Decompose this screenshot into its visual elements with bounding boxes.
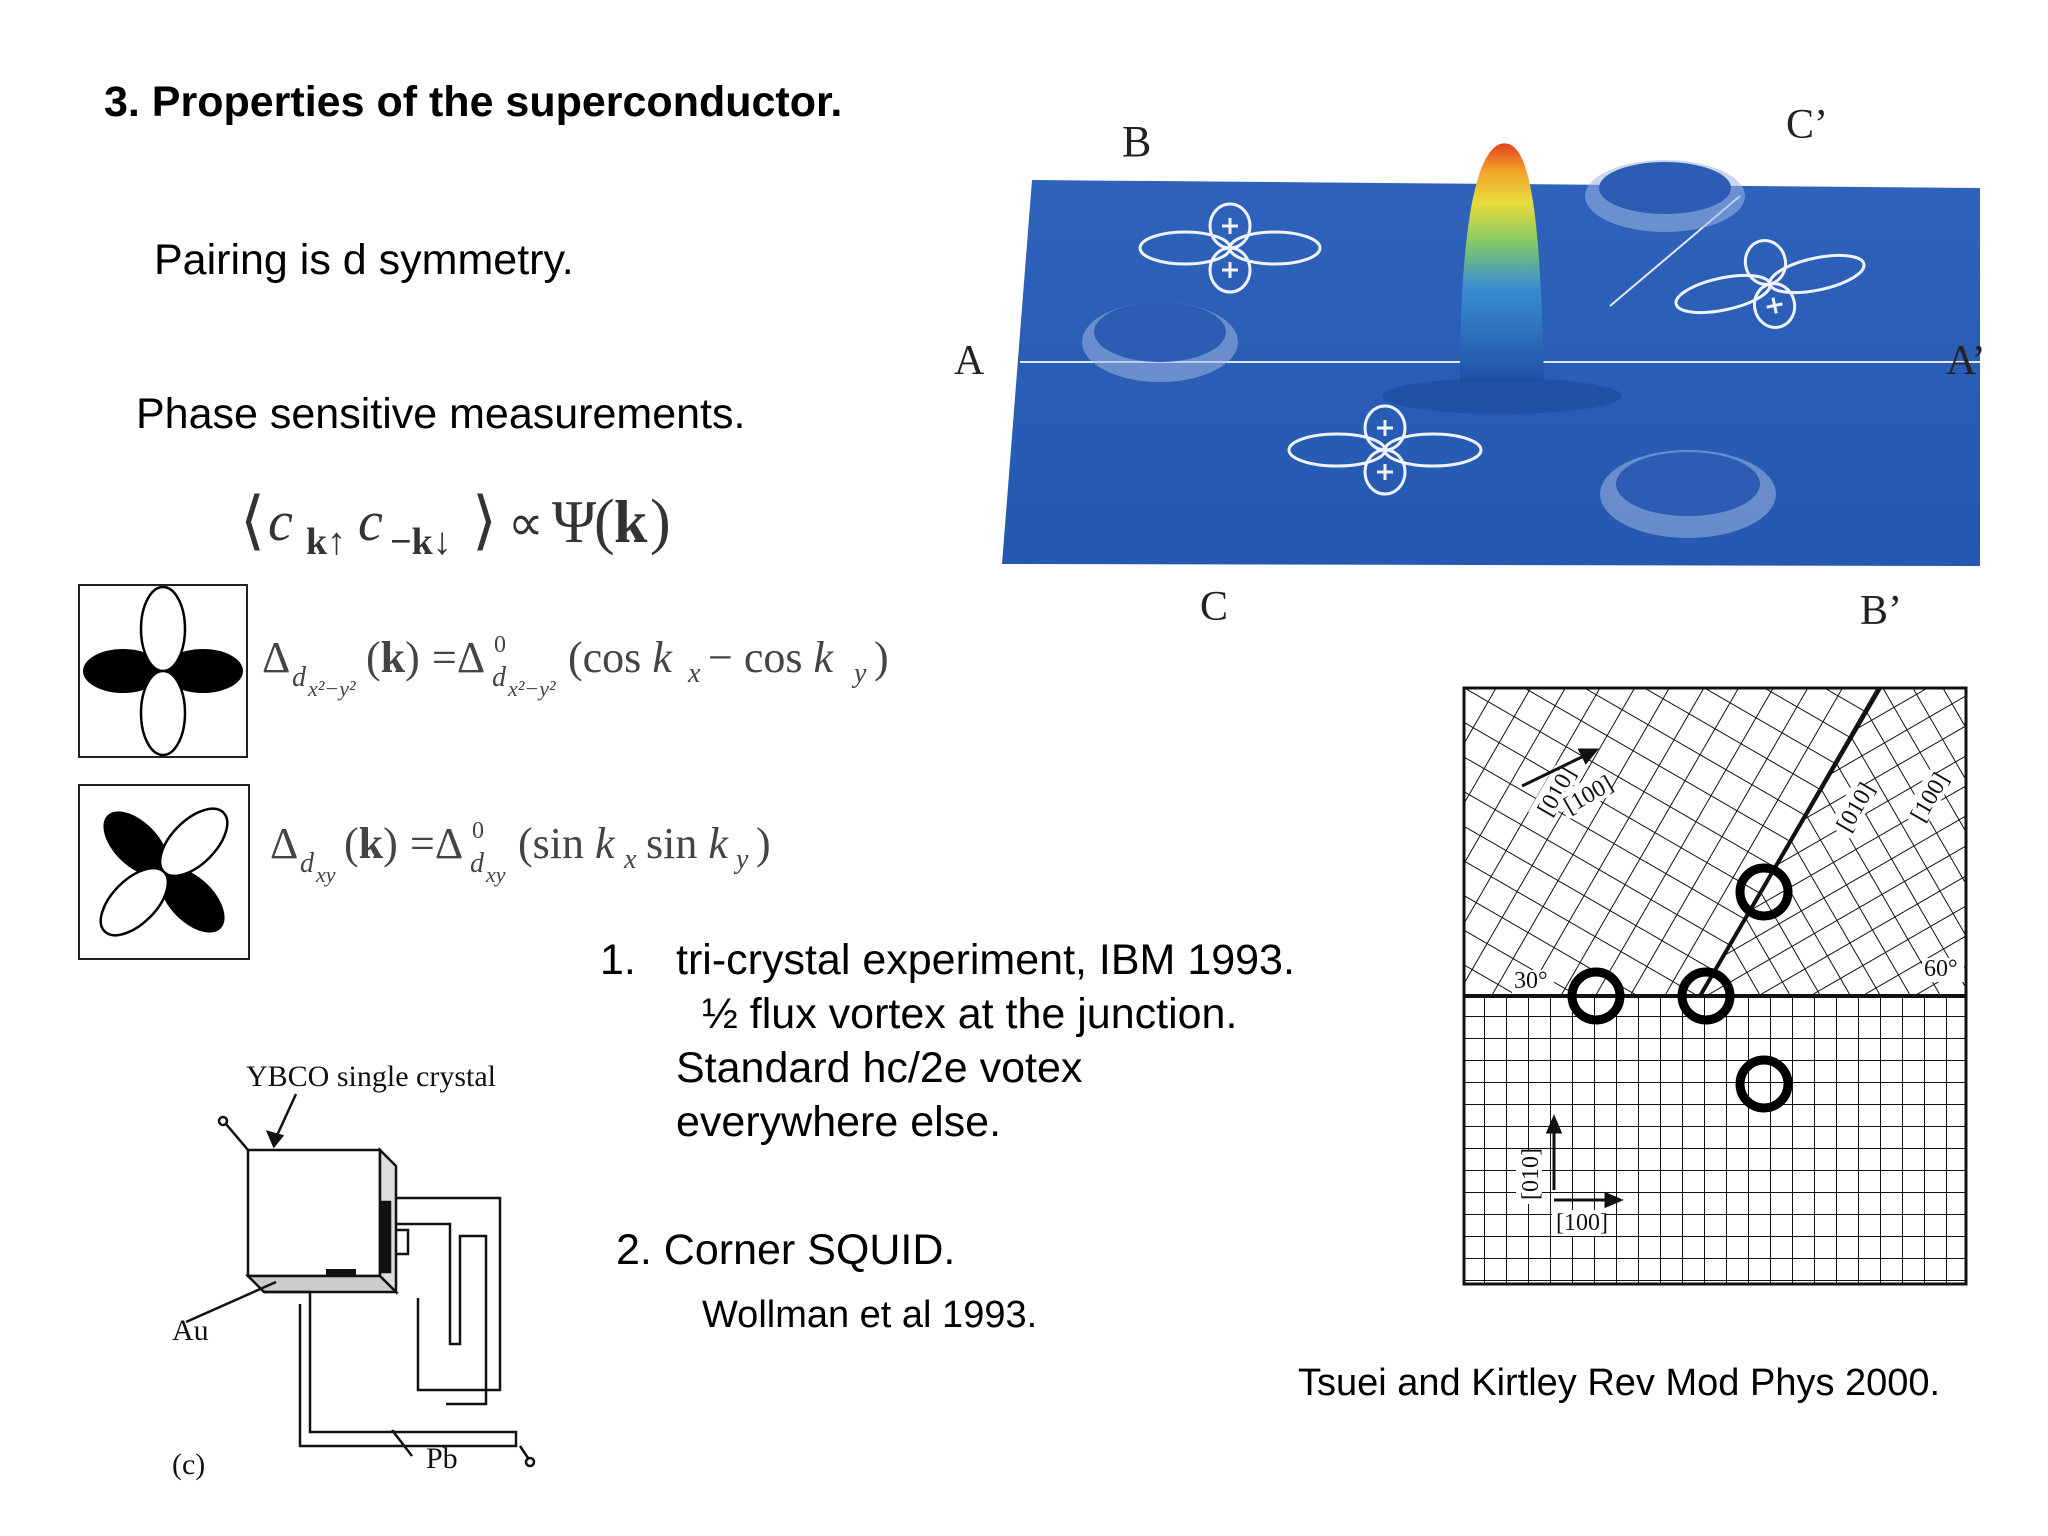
bottom-100: [100]	[1556, 1210, 1608, 1236]
dxy-lobe-diagram	[78, 784, 250, 960]
dx2y2-lobe-diagram	[78, 584, 248, 758]
angle-60: 60°	[1924, 956, 1958, 982]
stm-label-c: C	[1200, 584, 1228, 630]
squid-label-c: (c)	[172, 1448, 205, 1481]
svg-text:xy: xy	[485, 862, 506, 887]
citation: Tsuei and Kirtley Rev Mod Phys 2000.	[1298, 1362, 1941, 1404]
squid-label-au: Au	[172, 1314, 209, 1347]
svg-text:x²−y²: x²−y²	[307, 676, 356, 701]
item1-number: 1.	[600, 936, 636, 984]
svg-text:x: x	[687, 658, 701, 689]
svg-text:Ψ: Ψ	[552, 489, 597, 555]
svg-text:d: d	[470, 848, 485, 879]
dx2y2-formula: Δ d x²−y² (k) =Δ 0 d x²−y² (cos k x − co…	[262, 630, 912, 721]
dxy-lobes-svg	[99, 807, 229, 937]
svg-text:(k): (k)	[344, 819, 398, 868]
dx2y2-formula-svg: Δ d x²−y² (k) =Δ 0 d x²−y² (cos k x − co…	[262, 632, 889, 701]
stm-label-b: B	[1122, 117, 1151, 166]
stm-label-b-prime: B’	[1860, 588, 1902, 634]
svg-text:sin k: sin k	[646, 819, 729, 868]
svg-text:d: d	[492, 662, 507, 693]
item1-line1: tri-crystal experiment, IBM 1993.	[676, 936, 1295, 984]
svg-text:Δ: Δ	[270, 819, 298, 868]
svg-text:Δ: Δ	[262, 633, 290, 682]
item2-reference: Wollman et al 1993.	[702, 1294, 1038, 1336]
svg-text:⟨: ⟨	[240, 485, 265, 556]
corner-squid-diagram: YBCO single crystal Au Pb (c)	[160, 1050, 560, 1490]
svg-text:(sin k: (sin k	[518, 819, 616, 868]
svg-text:=Δ: =Δ	[410, 819, 463, 868]
svg-text:(k): (k)	[366, 633, 420, 682]
svg-text:0: 0	[472, 818, 484, 844]
squid-label-ybco: YBCO single crystal	[246, 1060, 496, 1093]
tricrystal-svg: [010] [100] [010] [100] [010] [100] 30° …	[1462, 686, 1968, 1286]
item1-line3: Standard hc/2e votex	[676, 1044, 1083, 1092]
correlator-svg: ⟨ c k↑ c −k↓ ⟩ ∝ Ψ ( k )	[240, 485, 671, 563]
svg-text:y: y	[733, 844, 749, 875]
stm-label-a: A	[954, 338, 985, 384]
svg-text:): )	[874, 633, 889, 682]
item1-line2: ½ flux vortex at the junction.	[702, 990, 1238, 1038]
pairing-text: Pairing is d symmetry.	[154, 236, 574, 284]
svg-text:=Δ: =Δ	[432, 633, 485, 682]
svg-text:k: k	[614, 489, 648, 555]
stm-surface-svg: B C’ A A’ C B’	[954, 102, 1986, 634]
dx2y2-lobes-svg	[83, 585, 243, 757]
slide-title: 3. Properties of the superconductor.	[104, 78, 843, 126]
svg-text:−k↓: −k↓	[390, 521, 452, 562]
svg-text:c: c	[358, 491, 383, 553]
stm-label-c-prime: C’	[1786, 102, 1828, 148]
corner-squid-svg: YBCO single crystal Au Pb (c)	[172, 1060, 536, 1481]
vortex-peak	[1460, 143, 1544, 382]
svg-text:): )	[650, 488, 671, 556]
dxy-formula-svg: Δ d xy (k) =Δ 0 d xy (sin k x sin k y )	[270, 818, 771, 887]
svg-text:⟩: ⟩	[472, 485, 497, 556]
stm-label-a-prime: A’	[1946, 338, 1986, 384]
svg-text:0: 0	[494, 632, 506, 658]
svg-text:): )	[756, 819, 771, 868]
phase-text: Phase sensitive measurements.	[136, 390, 746, 438]
svg-text:xy: xy	[315, 862, 336, 887]
svg-text:(: (	[594, 488, 615, 556]
tricrystal-grid-diagram: [010] [100] [010] [100] [010] [100] 30° …	[1462, 686, 1970, 1286]
item1-line4: everywhere else.	[676, 1098, 1002, 1146]
stm-vortex-image: B C’ A A’ C B’	[940, 96, 2000, 656]
svg-text:d: d	[300, 848, 315, 879]
correlator-formula: ⟨ c k↑ c −k↓ ⟩ ∝ Ψ ( k )	[240, 482, 720, 578]
svg-text:x²−y²: x²−y²	[507, 676, 556, 701]
item2-text: 2. Corner SQUID.	[616, 1226, 956, 1274]
svg-text:y: y	[851, 658, 867, 689]
dxy-formula: Δ d xy (k) =Δ 0 d xy (sin k x sin k y )	[270, 816, 790, 907]
svg-text:d: d	[292, 662, 307, 693]
bottom-010: [010]	[1518, 1148, 1544, 1200]
svg-text:c: c	[268, 491, 293, 553]
svg-text:x: x	[623, 844, 637, 875]
squid-label-pb: Pb	[426, 1442, 458, 1475]
angle-30: 30°	[1514, 968, 1548, 994]
svg-text:(cos k: (cos k	[568, 633, 673, 682]
svg-text:− cos k: − cos k	[708, 633, 834, 682]
svg-text:k↑: k↑	[306, 521, 346, 562]
svg-text:∝: ∝	[508, 495, 544, 551]
